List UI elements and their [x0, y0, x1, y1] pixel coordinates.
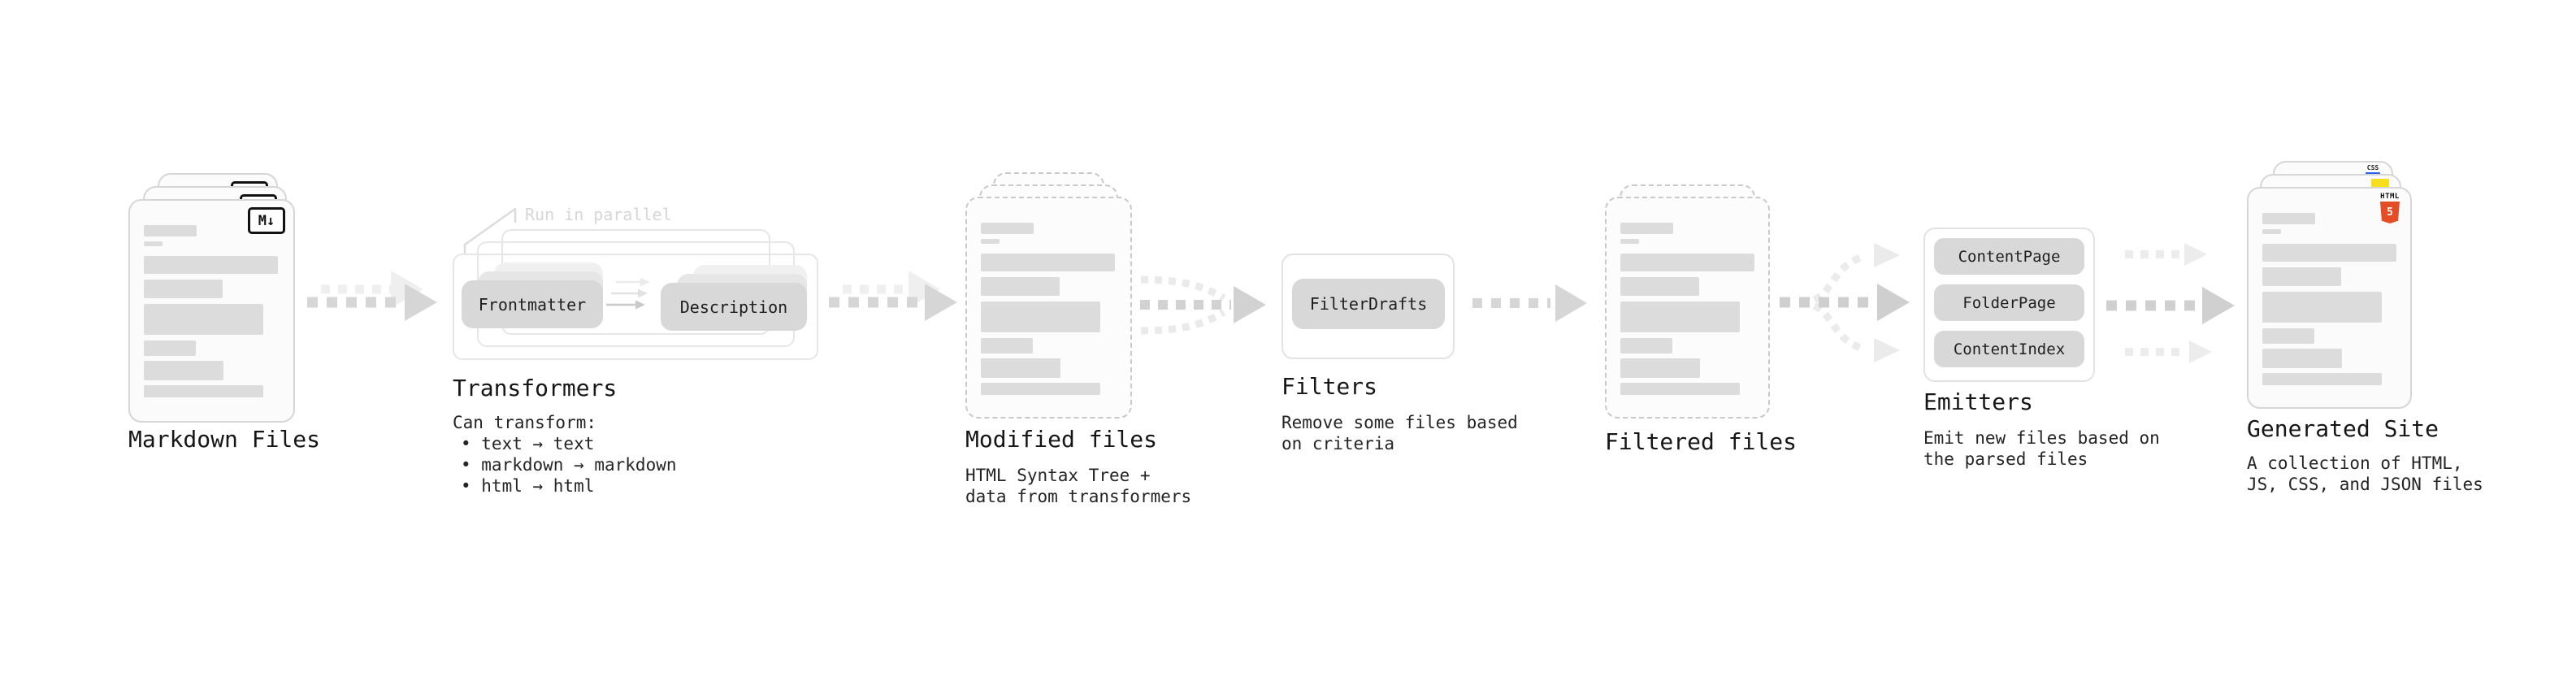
text-line-placeholder	[2262, 373, 2382, 385]
can-transform-heading: Can transform:	[453, 413, 597, 432]
text-line-placeholder	[2262, 244, 2396, 262]
text-line-placeholder	[1620, 254, 1754, 271]
filters-subtitle-line1: Remove some files based	[1281, 413, 1518, 432]
emitters-subtitle-line1: Emit new files based on	[1923, 428, 2160, 448]
text-line-placeholder	[981, 239, 1000, 244]
arrow-transformers-to-modified	[829, 271, 957, 321]
modified-files-description: HTML Syntax Tree + data from transformer…	[965, 465, 1191, 507]
text-line-placeholder	[981, 383, 1100, 395]
contentindex-pill: ContentIndex	[1934, 331, 2084, 367]
text-line-placeholder	[1620, 223, 1673, 234]
markdown-icon: M↓	[248, 207, 285, 234]
bullet-markdown-to-markdown: • markdown → markdown	[461, 455, 677, 475]
text-line-placeholder	[981, 301, 1100, 332]
html5-file-icon: HTML 5	[2379, 193, 2400, 223]
markdown-file-card-front: M↓	[128, 199, 295, 423]
text-line-placeholder	[2262, 328, 2314, 344]
text-line-placeholder	[1620, 358, 1700, 378]
text-line-placeholder	[1620, 301, 1740, 332]
text-line-placeholder	[1620, 383, 1740, 395]
arrow-markdown-to-transformers	[307, 271, 437, 321]
text-line-placeholder	[981, 254, 1115, 271]
filterdrafts-pill: FilterDrafts	[1292, 279, 1445, 329]
description-pill: Description	[661, 283, 807, 331]
contentpage-pill: ContentPage	[1934, 238, 2084, 275]
text-line-placeholder	[981, 223, 1034, 234]
text-line-placeholder	[144, 340, 196, 356]
arrow-modified-to-filters	[1140, 275, 1266, 335]
text-line-placeholder	[144, 361, 223, 380]
html5-icon-label: HTML	[2380, 193, 2400, 201]
run-in-parallel-callout-line	[463, 207, 517, 254]
bullet-text-to-text: • text → text	[461, 434, 595, 453]
frontmatter-pill: Frontmatter	[462, 280, 603, 328]
html5-icon-shield: 5	[2380, 202, 2400, 223]
arrow-frontmatter-to-description	[606, 277, 650, 310]
arrow-filters-to-filtered	[1472, 284, 1587, 322]
modified-files-label: Modified files	[965, 426, 1158, 453]
text-line-placeholder	[144, 256, 278, 274]
text-line-placeholder	[981, 277, 1060, 296]
transformer-container-front	[453, 254, 818, 360]
emitters-description: Emit new files based on the parsed files	[1923, 427, 2160, 470]
transformers-label: Transformers	[453, 375, 618, 401]
text-line-placeholder	[981, 358, 1060, 378]
text-line-placeholder	[144, 280, 223, 298]
text-line-placeholder	[981, 338, 1033, 354]
modified-file-card-front	[965, 197, 1132, 419]
text-line-placeholder	[2262, 267, 2341, 286]
text-line-placeholder	[2262, 292, 2382, 323]
text-line-placeholder	[2262, 213, 2315, 224]
text-line-placeholder	[144, 304, 263, 335]
emitters-label: Emitters	[1923, 388, 2033, 415]
arrow-filtered-to-emitters	[1780, 243, 1910, 362]
text-line-placeholder	[2262, 229, 2281, 234]
css-icon-label: CSS	[2366, 164, 2379, 171]
generated-site-description: A collection of HTML, JS, CSS, and JSON …	[2247, 453, 2483, 495]
text-line-placeholder	[144, 385, 263, 397]
filtered-file-card-front	[1605, 197, 1770, 419]
generated-subtitle-line2: JS, CSS, and JSON files	[2247, 475, 2483, 494]
text-line-placeholder	[144, 225, 197, 236]
filtered-files-label: Filtered files	[1605, 428, 1798, 455]
text-line-placeholder	[2262, 349, 2342, 368]
modified-subtitle-line1: HTML Syntax Tree +	[965, 466, 1151, 485]
text-line-placeholder	[1620, 338, 1672, 354]
js-file-icon	[2371, 179, 2389, 189]
filters-description: Remove some files based on criteria	[1281, 412, 1518, 454]
emitters-subtitle-line2: the parsed files	[1923, 449, 2088, 469]
markdown-files-label: Markdown Files	[128, 426, 321, 453]
text-line-placeholder	[144, 241, 163, 246]
filters-label: Filters	[1281, 373, 1378, 400]
filters-subtitle-line2: on criteria	[1281, 434, 1395, 453]
folderpage-pill: FolderPage	[1934, 284, 2084, 321]
generated-subtitle-line1: A collection of HTML,	[2247, 453, 2463, 473]
text-line-placeholder	[1620, 239, 1639, 244]
arrow-emitters-to-generated	[2106, 243, 2235, 363]
generated-file-card-front: HTML 5	[2247, 187, 2412, 409]
text-line-placeholder	[1620, 277, 1699, 296]
generated-site-label: Generated Site	[2247, 415, 2439, 442]
run-in-parallel-note: Run in parallel	[525, 205, 672, 224]
bullet-html-to-html: • html → html	[461, 476, 595, 496]
transformers-description: Can transform: • text → text • markdown …	[453, 412, 677, 497]
modified-subtitle-line2: data from transformers	[965, 487, 1192, 506]
